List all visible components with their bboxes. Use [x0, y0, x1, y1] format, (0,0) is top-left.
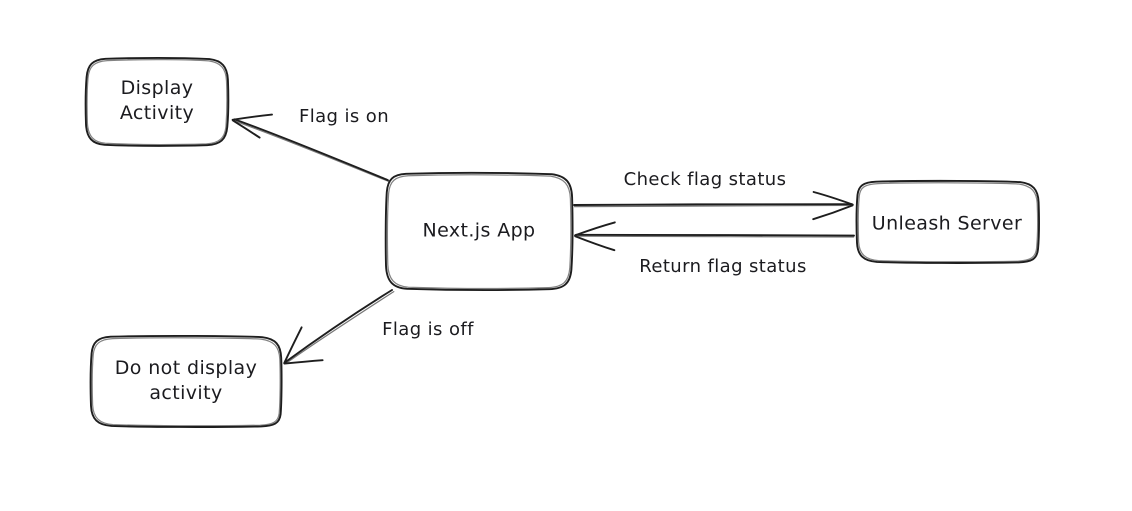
edge-flag-is-on[interactable] — [231, 113, 391, 183]
arrowhead-flag-is-off-lower — [283, 359, 324, 365]
arrowhead-return-flag-status-lower — [574, 235, 616, 252]
node-nextjs-app-shape[interactable] — [384, 171, 574, 291]
node-do-not-display-activity-shape[interactable] — [89, 334, 283, 428]
node-display-activity-shape[interactable] — [84, 57, 230, 147]
arrowhead-flag-is-on-lower — [231, 119, 261, 139]
arrowhead-check-flag-status-upper — [812, 191, 854, 206]
edge-check-flag-status[interactable] — [573, 191, 854, 221]
edge-flag-is-off[interactable] — [283, 289, 395, 365]
arrowhead-check-flag-status-lower — [812, 204, 854, 221]
arrowhead-flag-is-on-upper — [231, 113, 273, 121]
edge-return-flag-status[interactable] — [574, 221, 855, 252]
arrowhead-return-flag-status-upper — [574, 221, 616, 237]
node-unleash-server-shape[interactable] — [855, 179, 1040, 264]
arrowhead-flag-is-off-upper — [283, 326, 303, 365]
